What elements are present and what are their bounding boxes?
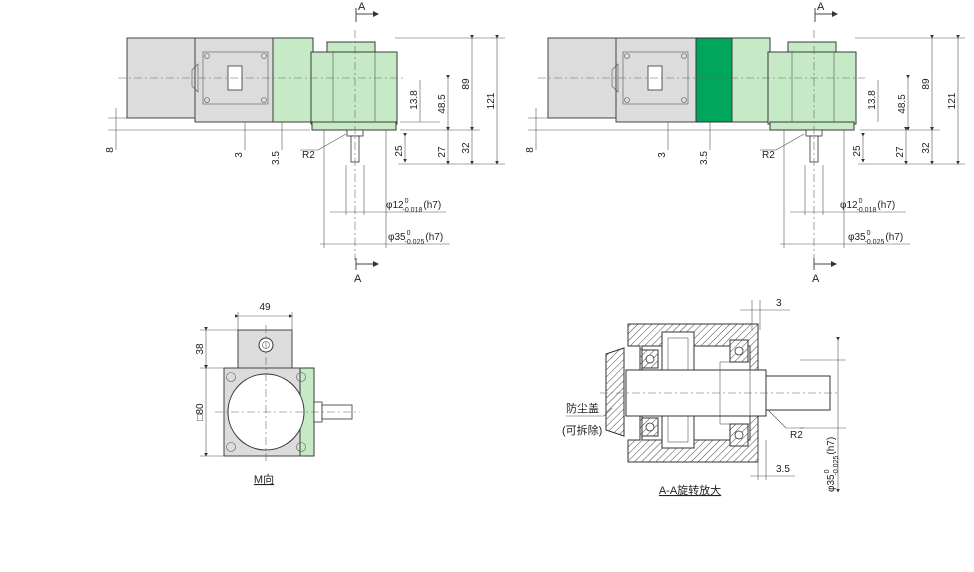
dim-48-5-left: 48.5: [437, 94, 448, 114]
dim-27-right: 27: [895, 146, 906, 158]
dim-3-right: 3: [657, 152, 668, 158]
section-mark-bottom-right: A: [812, 273, 820, 285]
dim-32-left: 32: [461, 142, 472, 154]
gearbox-top-right: [787, 41, 837, 53]
dim-8-left: 8: [105, 147, 116, 153]
side-view-right: A 121 89 48.5 13.8 32 27 25: [525, 1, 965, 285]
dim-121-left: 121: [486, 92, 497, 109]
dim-3-5-left: 3.5: [271, 151, 282, 165]
dim-3-5-right: 3.5: [699, 151, 710, 165]
dim-27-left: 27: [437, 146, 448, 158]
section-dim-r2: R2: [790, 430, 803, 441]
section-mark-top-right: A: [817, 1, 825, 13]
dust-cover: [605, 347, 625, 437]
removable-label: (可拆除): [562, 423, 602, 437]
dim-3-left: 3: [234, 152, 245, 158]
dust-cover-label: 防尘盖: [566, 401, 599, 415]
gearbox-top-left: [326, 41, 376, 53]
section-dim-3: 3: [776, 298, 782, 309]
gearbox-body-right: [767, 51, 857, 125]
section-caption: A-A旋转放大: [659, 483, 721, 497]
dim-shaft-dia-right: φ120-0.018(h7): [840, 198, 895, 214]
section-view: 3 3.5 R2 φ350-0.025(h7) 防尘盖 (可拆除) A-A旋转放…: [562, 298, 846, 497]
brake-band-right: [695, 37, 733, 123]
gearbox-flange-right: [731, 37, 771, 123]
dim-13-8-left: 13.8: [409, 90, 420, 110]
dim-38: 38: [195, 343, 206, 355]
gearbox-bottom-left: [311, 121, 397, 131]
dim-49: 49: [259, 302, 271, 313]
section-dim-3-5: 3.5: [776, 464, 790, 475]
m-view-caption: M向: [254, 472, 274, 486]
dim-89-right: 89: [921, 78, 932, 90]
dim-r2-right: R2: [762, 150, 775, 161]
section-pilot-dia: φ350-0.025(h7): [824, 437, 840, 492]
section-mark-bottom-left: A: [354, 273, 362, 285]
gearbox-flange-left: [272, 37, 314, 123]
dim-pilot-dia-right: φ350-0.025(h7): [848, 230, 903, 246]
dim-48-5-right: 48.5: [897, 94, 908, 114]
dim-25-right: 25: [852, 145, 863, 157]
dim-13-8-right: 13.8: [867, 90, 878, 110]
dim-shaft-dia-left: φ120-0.018(h7): [386, 198, 441, 214]
dim-89-left: 89: [461, 78, 472, 90]
dim-8-right: 8: [525, 147, 536, 153]
dim-121-right: 121: [947, 92, 958, 109]
side-view-left: A 121 89 48.5 13.8 32: [105, 1, 505, 285]
m-view: 49 38 □80 M向: [195, 302, 360, 486]
gearbox-body-left: [310, 51, 398, 125]
section-mark-top-left: A: [358, 1, 366, 13]
dim-r2-left: R2: [302, 150, 315, 161]
cable-gland-left: [191, 63, 199, 93]
dim-sq80: □80: [195, 403, 206, 421]
dim-pilot-dia-left: φ350-0.025(h7): [388, 230, 443, 246]
dim-25-left: 25: [394, 145, 405, 157]
dim-32-right: 32: [921, 142, 932, 154]
